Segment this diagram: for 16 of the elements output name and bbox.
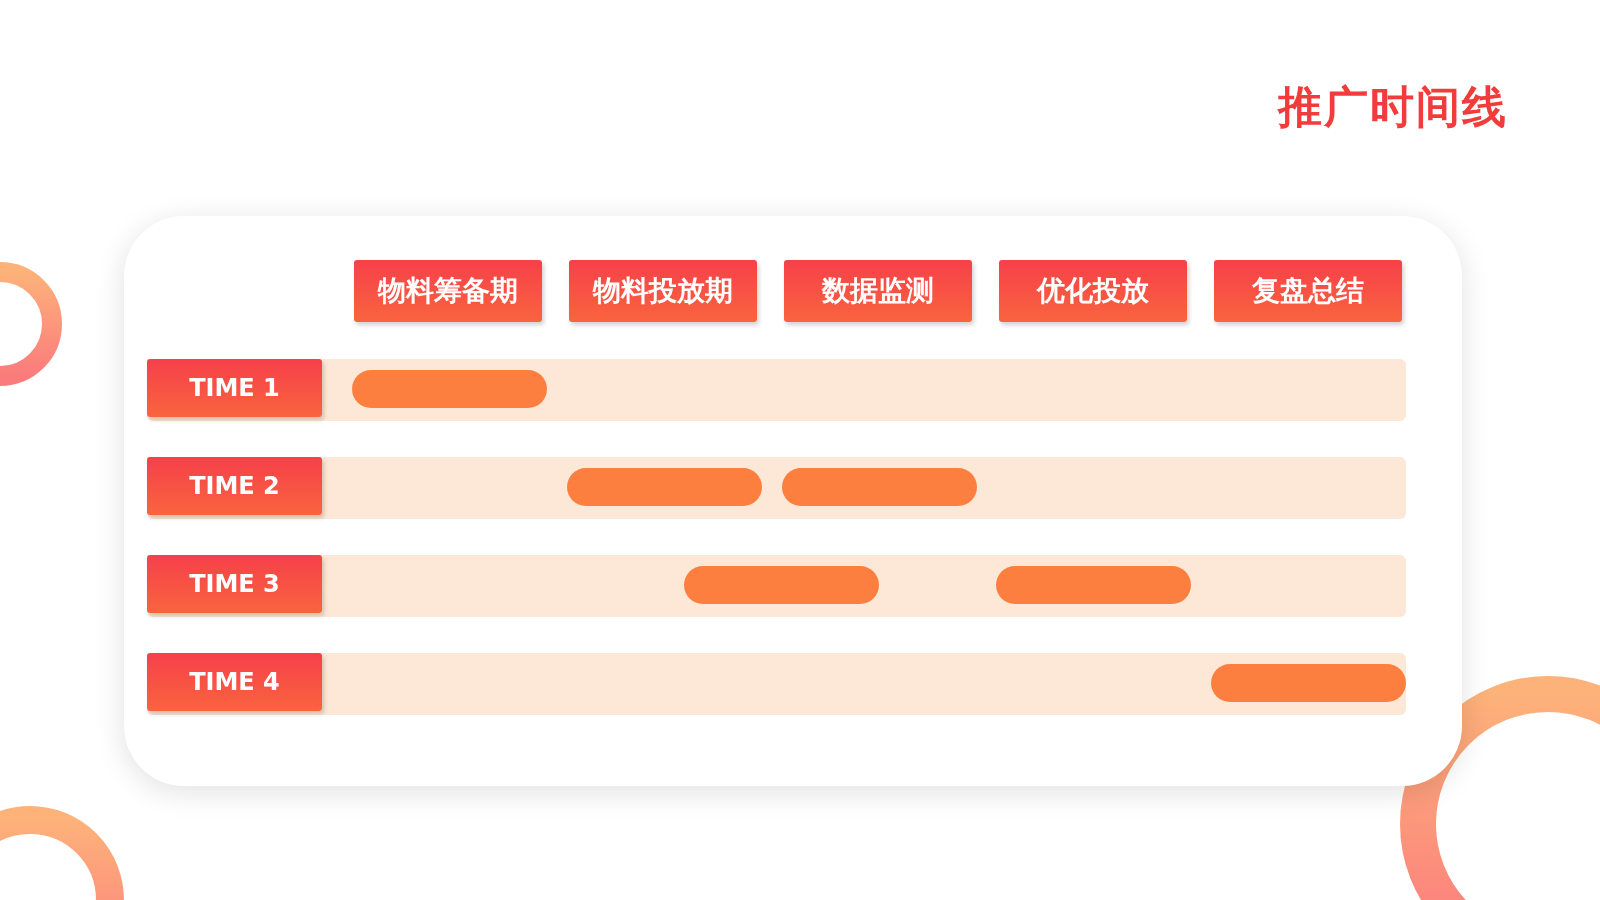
timeline-bar [996, 566, 1191, 604]
phase-header: 优化投放 [999, 260, 1187, 322]
timeline-bar [782, 468, 977, 506]
timeline-bar [567, 468, 762, 506]
phase-header: 数据监测 [784, 260, 972, 322]
row-label: TIME 4 [147, 653, 322, 711]
phase-header: 物料筹备期 [354, 260, 542, 322]
slide-title: 推广时间线 [1278, 80, 1508, 134]
phase-header: 物料投放期 [569, 260, 757, 322]
row-label: TIME 2 [147, 457, 322, 515]
timeline-bar [1211, 664, 1406, 702]
phase-header: 复盘总结 [1214, 260, 1402, 322]
row-label: TIME 1 [147, 359, 322, 417]
timeline-bar [684, 566, 879, 604]
row-label: TIME 3 [147, 555, 322, 613]
timeline-bar [352, 370, 547, 408]
